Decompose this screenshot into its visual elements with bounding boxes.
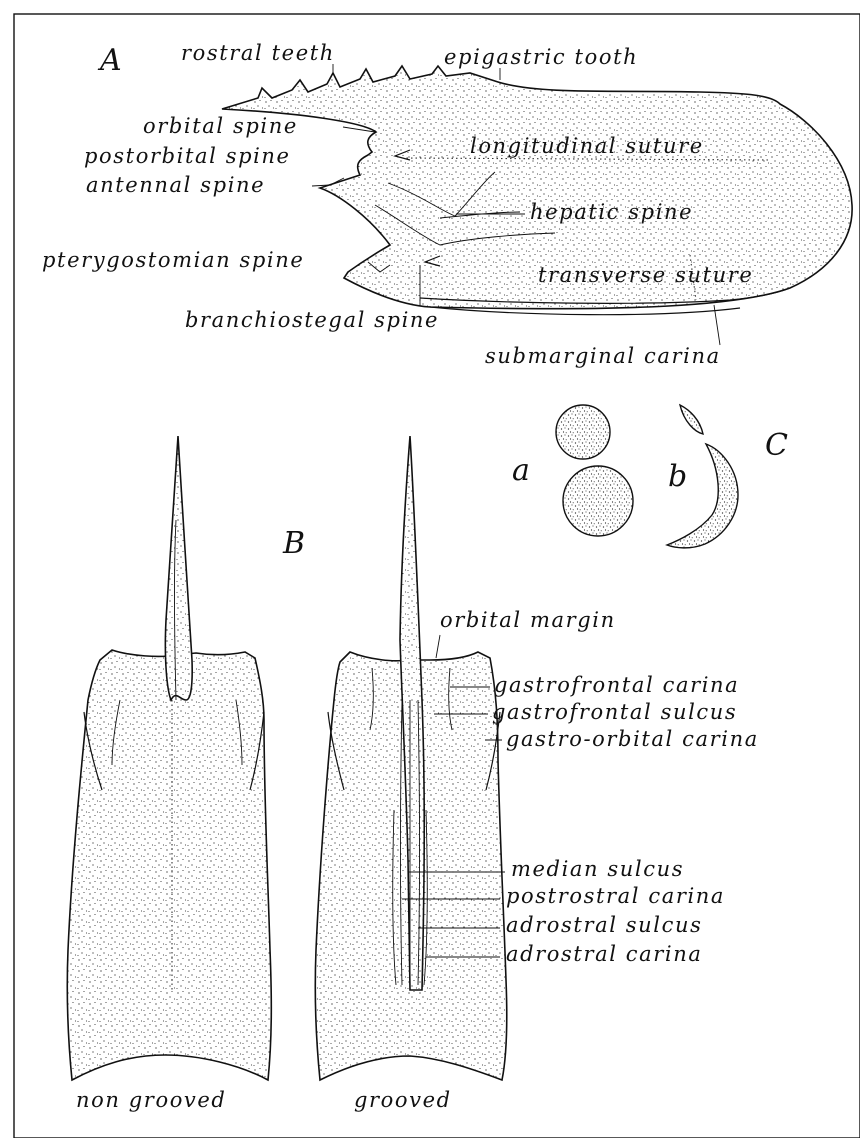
panel-c-letter: C (765, 428, 788, 463)
label-median-sulcus: median sulcus (511, 857, 684, 881)
cross-section-a-upper (556, 405, 610, 459)
carapace-non-grooved: non grooved (67, 436, 271, 1112)
label-longitudinal-suture: longitudinal suture (470, 134, 704, 158)
panel-b: B non grooved grooved (67, 436, 759, 1112)
panel-c: C a b (512, 405, 788, 548)
label-gastro-orbital-carina: gastro-orbital carina (506, 727, 759, 751)
caption-non-grooved: non grooved (76, 1088, 226, 1112)
label-postrostral-carina: postrostral carina (506, 884, 725, 908)
panel-a-letter: A (97, 43, 122, 78)
label-rostral-teeth: rostral teeth (181, 41, 335, 65)
panel-c-sub-b: b (668, 459, 687, 494)
label-orbital-margin: orbital margin (440, 608, 616, 632)
label-gastrofrontal-carina: gastrofrontal carina (494, 673, 739, 697)
label-adrostral-sulcus: adrostral sulcus (506, 913, 703, 937)
label-submarginal-carina: submarginal carina (485, 344, 721, 368)
label-postorbital-spine: postorbital spine (84, 144, 291, 168)
label-epigastric-tooth: epigastric tooth (444, 45, 638, 69)
label-branchiostegal-spine: branchiostegal spine (185, 308, 439, 332)
non-grooved-body (67, 650, 271, 1080)
label-pterygostomian-spine: pterygostomian spine (42, 248, 304, 272)
cross-section-a-lower (563, 466, 633, 536)
label-hepatic-spine: hepatic spine (530, 200, 693, 224)
panel-c-sub-a: a (512, 453, 530, 488)
cross-section-b-upper (680, 405, 703, 434)
label-adrostral-carina: adrostral carina (506, 942, 703, 966)
panel-a: A rostral teeth epigastric tooth orbital… (42, 41, 852, 368)
label-gastrofrontal-sulcus: gastrofrontal sulcus (492, 700, 737, 724)
label-transverse-suture: transverse suture (538, 263, 753, 287)
leader-orbital-margin (436, 635, 440, 658)
label-antennal-spine: antennal spine (86, 173, 265, 197)
label-orbital-spine: orbital spine (143, 114, 298, 138)
caption-grooved: grooved (354, 1088, 452, 1112)
panel-b-letter: B (282, 526, 305, 561)
carapace-grooved: grooved (315, 436, 507, 1112)
non-grooved-rostrum (165, 436, 192, 700)
